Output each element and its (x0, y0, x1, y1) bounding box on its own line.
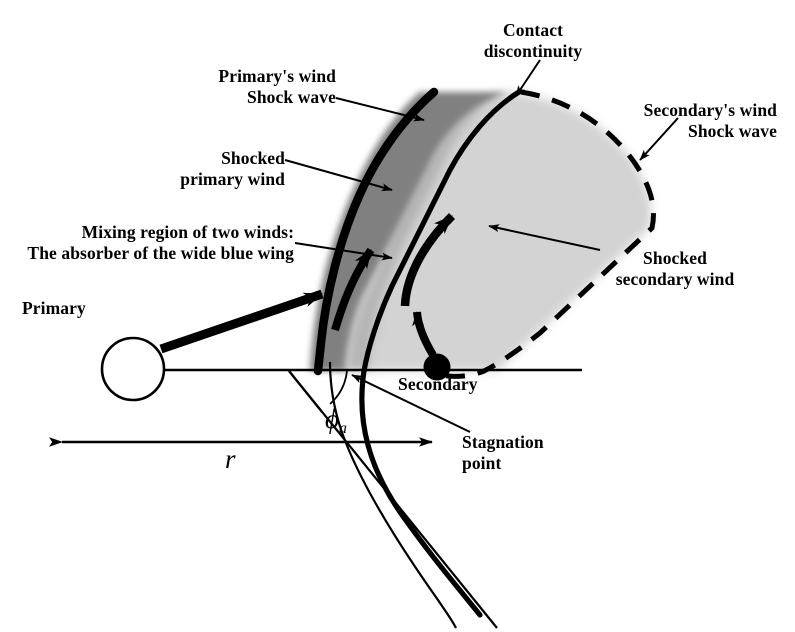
angle-ray-short (288, 370, 323, 413)
angle-ray-line (288, 370, 498, 629)
label-separation-r: r (225, 444, 236, 474)
inner-boundary-curve (328, 361, 457, 629)
leader-stagnation-point (351, 374, 471, 433)
label-secondary-star: Secondary (398, 374, 478, 394)
phi-symbol: ϕ (325, 404, 339, 434)
label-angle-phi-a: ϕa (298, 373, 347, 469)
leader-mixing-region (294, 242, 393, 261)
leader-contact-discontinuity (515, 59, 541, 97)
primary-star-marker (100, 336, 166, 402)
angle-arc (329, 370, 348, 405)
leader-primary-shock (335, 97, 425, 122)
contact-discontinuity-line (359, 89, 522, 618)
label-primary-star: Primary (22, 298, 86, 318)
leader-shocked-secondary (488, 224, 601, 251)
secondary-star-marker (423, 353, 451, 381)
label-mixing-region: Mixing region of two winds:The absorber … (27, 222, 294, 263)
shocked-primary-flow-arrow (331, 247, 375, 332)
primary-wind-flow-arrow (159, 289, 324, 354)
primary-wind-shock-wave-line (313, 87, 439, 376)
shocked-secondary-flow-arrow (400, 212, 456, 307)
phi-subscript: a (338, 420, 347, 437)
shocked-primary-wind-region (310, 92, 508, 371)
leader-secondary-shock (639, 117, 679, 161)
secondary-wind-shock-wave-line (429, 89, 656, 379)
secondary-wind-flow-arrow (412, 311, 437, 358)
leader-shocked-primary (284, 159, 393, 192)
mixing-layer (345, 94, 500, 371)
